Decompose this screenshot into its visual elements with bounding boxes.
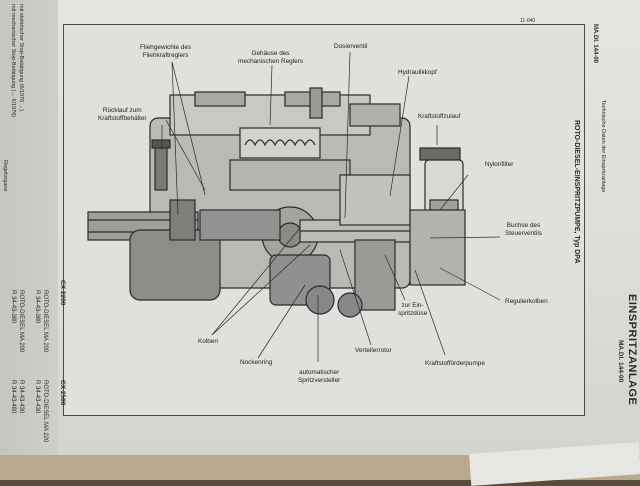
left-line2: mit mechanischer Stop-Betätigung (→ 6/19… [10, 4, 16, 118]
left-rd1: ROTO-DIESEL MA 200 [42, 290, 48, 353]
left-cx2200: CX 2200 [59, 280, 66, 306]
left-rd2b: R 34-43-380 [10, 290, 16, 324]
left-cx2500: CX 2500 [59, 380, 66, 406]
label-hydraulikkopf: Hydraulikkopf [398, 69, 437, 76]
label-kraftstoffzulauf: Kraftstoffzulauf [418, 113, 461, 120]
left-rd5: R 34-43-480 [10, 380, 16, 414]
code-bottom-rotated: MA.DI. 144-00 [617, 340, 624, 383]
subtitle-rotated: Technische Daten der Einspritzanlage [600, 100, 606, 193]
left-line3: mit elektrischer Stop-Betätigung (6/1976… [18, 4, 24, 111]
label-einspritzduese: zur Ein-spritzdüse [398, 302, 428, 317]
left-rd1b: R 34-43-380 [34, 290, 40, 324]
left-rd3: ROTO-DIESEL MA 220 [42, 380, 48, 443]
page-number: 11-040 [520, 18, 536, 24]
left-line1: Regelorgane [2, 160, 8, 192]
section-title-rotated: EINSPRITZANLAGE [626, 294, 638, 406]
label-verteilerrotor: Verteilerrotor [355, 347, 392, 354]
label-nylonfilter: Nylonfilter [485, 161, 514, 168]
title-rotated: ROTO-DIESEL-EINSPRITZPUMPE, Typ DPA [573, 120, 580, 264]
label-dosierventil: Dosierventil [334, 43, 368, 50]
label-nockenring: Nockenring [240, 359, 273, 366]
label-regulierkolben: Regulierkolben [505, 298, 548, 305]
left-rd4: R 34-43-430 [18, 380, 24, 414]
label-kolben: Kolben [198, 338, 218, 345]
code-top-rotated: MA.DI. 144-00 [592, 24, 598, 64]
left-rd3b: R 34-43-430 [34, 380, 40, 414]
left-rd2: ROTO-DIESEL MA 200 [18, 290, 24, 353]
label-kraftstofffoerderpumpe: Kraftstofförderpumpe [425, 360, 485, 367]
